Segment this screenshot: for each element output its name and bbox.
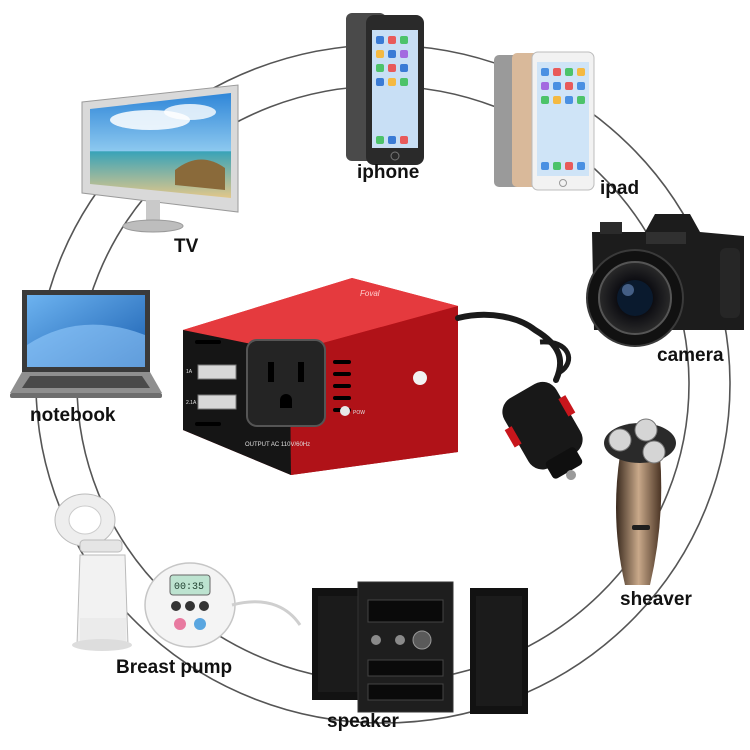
breast-pump-image: 00:35 — [54, 493, 302, 651]
label-breast-pump: Breast pump — [116, 657, 233, 678]
tv-monitor-image — [81, 84, 239, 233]
power-inverter-image: OUTPUT AC 110V/60Hz POW 1A 2.1A Foval — [183, 278, 458, 475]
label-ipad: ipad — [600, 178, 640, 199]
label-speaker: speaker — [327, 711, 399, 732]
speaker-image — [312, 581, 528, 714]
inverter-usb-bottom-text: 2.1A — [186, 400, 197, 406]
inverter-usb-top-text: 1A — [186, 369, 193, 375]
car-plug-image — [455, 311, 583, 481]
inverter-brand-text: Foval — [360, 289, 380, 298]
label-tv: TV — [174, 236, 199, 257]
camera-image — [586, 214, 744, 347]
label-shaver: sheaver — [620, 589, 692, 610]
inverter-pow-text: POW — [353, 410, 365, 416]
label-notebook: notebook — [30, 405, 116, 426]
shaver-image — [604, 418, 676, 585]
label-iphone: iphone — [357, 162, 420, 183]
iphone-image — [346, 13, 424, 165]
breast-pump-display: 00:35 — [174, 582, 204, 593]
inverter-output-text: OUTPUT AC 110V/60Hz — [245, 442, 310, 448]
ipad-image — [494, 51, 595, 191]
notebook-image — [10, 290, 162, 398]
label-camera: camera — [657, 345, 724, 366]
